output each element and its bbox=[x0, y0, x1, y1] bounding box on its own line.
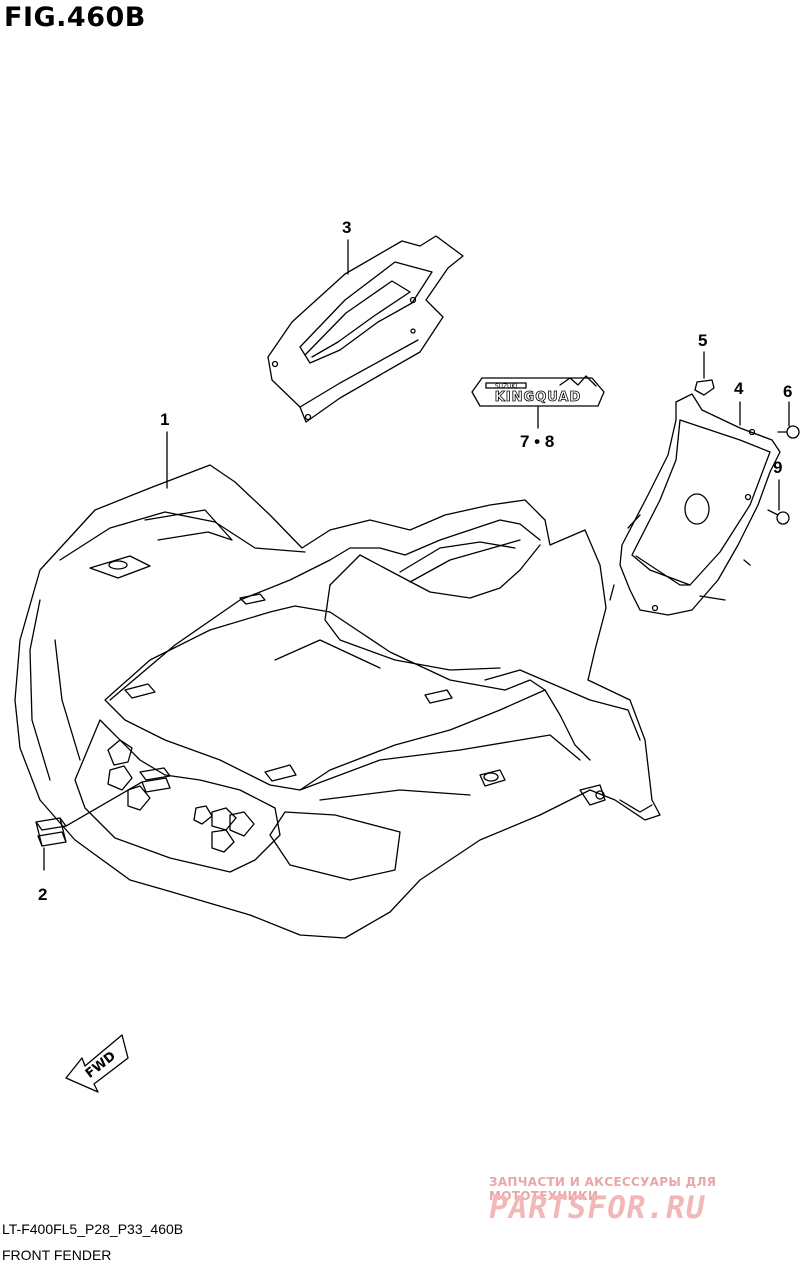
clip-part-5 bbox=[694, 351, 715, 396]
leader-line-2 bbox=[65, 781, 143, 827]
model-code: LT-F400FL5_P28_P33_460B bbox=[2, 1221, 184, 1237]
decal-text: KINGQUAD bbox=[495, 390, 582, 405]
screw-part-9 bbox=[767, 479, 790, 525]
callout-5: 5 bbox=[698, 331, 708, 350]
callout-3: 3 bbox=[342, 218, 352, 237]
watermark-logo: PARTSFOR.RU bbox=[485, 1190, 709, 1226]
callout-2: 2 bbox=[38, 885, 48, 904]
fwd-arrow-icon bbox=[65, 1034, 129, 1093]
screw-part-6 bbox=[777, 401, 800, 439]
kingquad-decal-part-7-8 bbox=[471, 375, 605, 407]
callout-6: 6 bbox=[783, 382, 793, 401]
callout-4: 4 bbox=[734, 379, 744, 398]
watermark-tagline: ЗАПЧАСТИ И АКСЕССУАРЫ ДЛЯ МОТОТЕХНИКИ bbox=[489, 1175, 717, 1203]
fwd-label: FWD bbox=[83, 1049, 119, 1082]
figure-title: FIG.460B bbox=[4, 2, 146, 33]
side-panel-part-3 bbox=[267, 235, 464, 423]
callout-7-8: 7 • 8 bbox=[520, 432, 555, 451]
emblem-part-2 bbox=[35, 767, 171, 847]
callout-1: 1 bbox=[160, 410, 170, 429]
cover-part-4 bbox=[609, 393, 781, 616]
front-fender-part-1 bbox=[14, 464, 661, 939]
figure-name: FRONT FENDER bbox=[2, 1247, 112, 1263]
callout-9: 9 bbox=[773, 458, 783, 477]
decal-small-text: SUZUKI bbox=[495, 383, 518, 390]
